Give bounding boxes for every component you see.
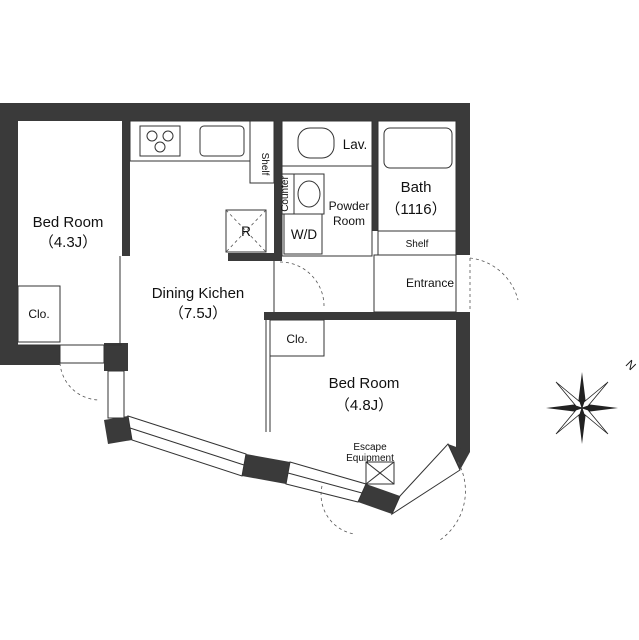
washer-label: W/D bbox=[291, 227, 317, 242]
lavatory-label: Lav. bbox=[343, 137, 368, 152]
room-name-bed-west: Bed Room bbox=[33, 214, 104, 231]
closet-west-label: Clo. bbox=[28, 307, 49, 321]
room-name-powder-1: Powder bbox=[329, 199, 370, 213]
room-size-bath: （1116） bbox=[385, 201, 446, 218]
room-name-bed-south: Bed Room bbox=[329, 375, 400, 392]
refrigerator-label: R bbox=[241, 224, 251, 239]
counter-label: Counter bbox=[280, 176, 291, 212]
room-size-bed-west: （4.3J） bbox=[39, 234, 97, 251]
room-name-entrance: Entrance bbox=[406, 276, 454, 290]
closet-south-label: Clo. bbox=[286, 332, 307, 346]
room-size-dining-kitchen: （7.5J） bbox=[169, 305, 227, 322]
compass-rose-icon bbox=[546, 372, 618, 444]
room-size-bed-south: （4.8J） bbox=[335, 397, 393, 414]
walls bbox=[0, 103, 470, 514]
door-swings bbox=[59, 257, 519, 541]
compass-north-label: N bbox=[623, 357, 639, 373]
escape-label-1: Escape bbox=[353, 442, 387, 453]
room-name-dining-kitchen: Dining Kichen bbox=[152, 285, 245, 302]
shelf-kitchen-label: Shelf bbox=[259, 153, 270, 176]
interior-lines bbox=[17, 120, 461, 516]
room-name-powder-2: Room bbox=[333, 214, 365, 228]
shelf-entrance-label: Shelf bbox=[406, 239, 429, 250]
escape-label-2: Equipment bbox=[346, 453, 394, 464]
room-name-bath: Bath bbox=[401, 179, 432, 196]
